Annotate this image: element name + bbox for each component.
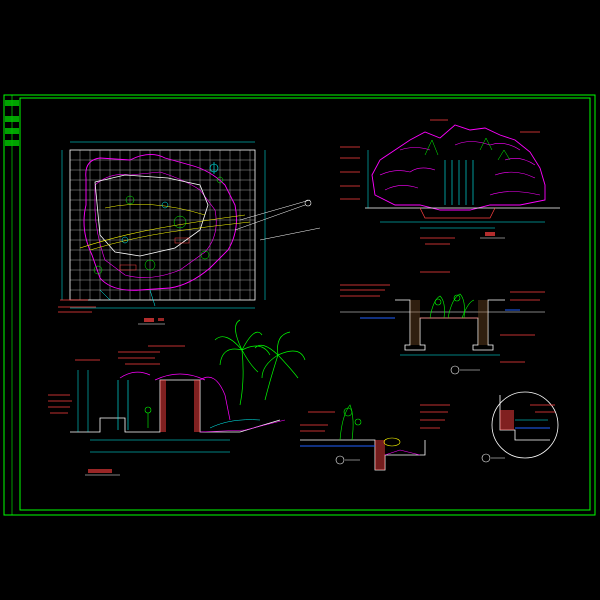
palm-tree-icon	[214, 319, 306, 406]
section-1-view	[340, 271, 545, 375]
rock-icon	[371, 124, 546, 211]
section-a-title	[85, 469, 120, 476]
front-elevation-view	[340, 119, 560, 245]
shrub-icon	[429, 293, 475, 319]
section-1-title	[450, 365, 480, 375]
section-2-title	[335, 455, 360, 465]
detail-b-view	[481, 391, 559, 463]
plan-view	[58, 141, 321, 325]
plan-view-title	[138, 318, 165, 325]
rockery-outline	[83, 154, 237, 291]
inner-border	[19, 97, 591, 511]
title-block	[4, 98, 20, 150]
north-arrow-icon	[209, 162, 219, 174]
front-elevation-title	[480, 232, 505, 239]
detail-circle-icon	[491, 391, 559, 459]
pool-outline	[94, 174, 209, 257]
outer-border	[3, 94, 596, 516]
section-a-view	[48, 319, 306, 476]
section-2-view	[300, 404, 450, 471]
detail-b-title	[481, 453, 505, 463]
